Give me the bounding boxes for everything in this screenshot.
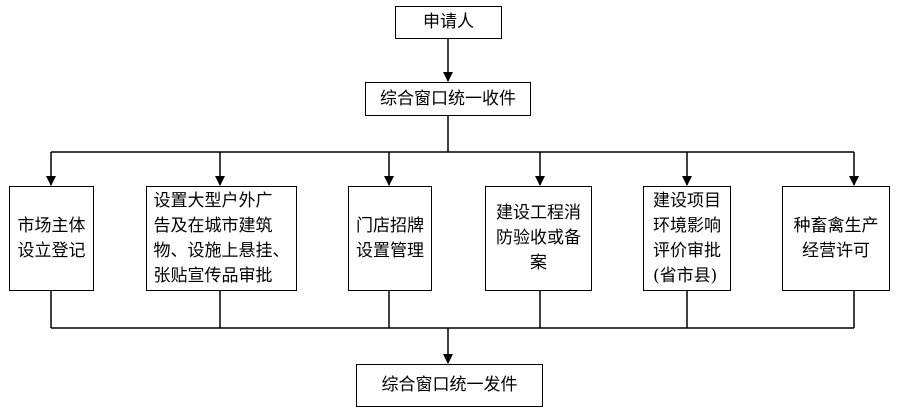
branch-fire-acceptance-box: 建设工程消 防验收或备 案 <box>485 186 592 291</box>
branch-label: 建设项目 环境影响 评价审批 (省市县) <box>653 190 721 286</box>
applicant-box: 申请人 <box>395 6 502 39</box>
branch-label: 种畜禽生产 经营许可 <box>793 215 879 261</box>
intake-box: 综合窗口统一收件 <box>365 82 531 116</box>
issue-label: 综合窗口统一发件 <box>381 375 518 395</box>
branch-environmental-assessment-box: 建设项目 环境影响 评价审批 (省市县) <box>643 186 731 291</box>
branch-label: 建设工程消 防验收或备 案 <box>496 203 581 273</box>
intake-label: 综合窗口统一收件 <box>380 88 516 109</box>
branch-shop-sign-box: 门店招牌 设置管理 <box>348 186 432 291</box>
branch-livestock-license-box: 种畜禽生产 经营许可 <box>782 186 890 291</box>
branch-outdoor-advertising-box: 设置大型户外广 告及在城市建筑 物、设施上悬挂、 张贴宣传品审批 <box>146 186 297 291</box>
branch-label: 门店招牌 设置管理 <box>356 215 424 261</box>
branch-label: 设置大型户外广 告及在城市建筑 物、设施上悬挂、 张贴宣传品审批 <box>153 190 290 286</box>
branch-label: 市场主体 设立登记 <box>17 215 86 261</box>
applicant-label: 申请人 <box>423 12 474 32</box>
issue-box: 综合窗口统一发件 <box>356 364 543 407</box>
branch-market-registration-box: 市场主体 设立登记 <box>9 186 94 291</box>
